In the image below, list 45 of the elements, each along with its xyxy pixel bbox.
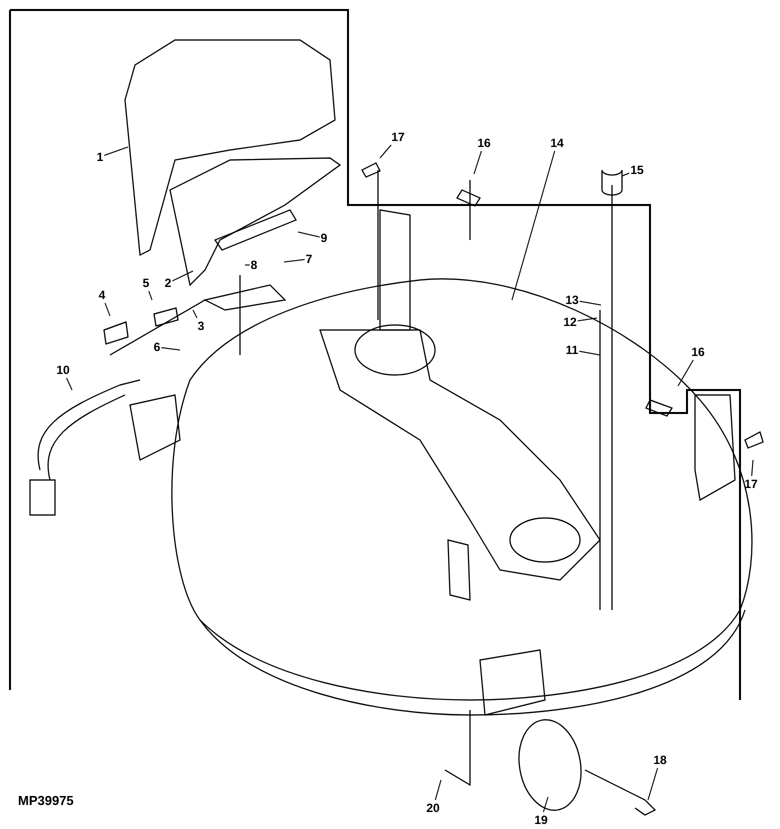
callout-number: 14 — [550, 136, 564, 150]
callout-number: 1 — [96, 150, 104, 164]
callout-number: 7 — [306, 252, 312, 266]
leader-line — [577, 318, 598, 322]
callout-number: 16 — [477, 136, 491, 150]
leader-line — [160, 347, 180, 350]
leader-line — [104, 146, 128, 156]
callout-number: 11 — [566, 343, 578, 357]
leader-line — [578, 350, 600, 356]
leader-line — [542, 796, 548, 812]
leader-line — [512, 150, 556, 300]
leader-line — [244, 264, 250, 266]
figure-number: MP39975 — [18, 793, 74, 808]
callout-number: 13 — [565, 293, 579, 307]
leader-line — [648, 768, 658, 800]
callout-number: 4 — [98, 288, 106, 302]
leader-line — [66, 378, 72, 390]
callout-number: 15 — [630, 163, 644, 177]
callout-number: 19 — [534, 813, 548, 827]
callout-number: 3 — [198, 319, 204, 333]
leader-line — [148, 290, 152, 300]
callout-number: 20 — [426, 801, 440, 815]
callout-number: 17 — [744, 477, 758, 491]
callout-number: 12 — [563, 315, 577, 329]
callout-number: 18 — [653, 753, 667, 767]
leader-line — [678, 360, 694, 386]
leader-line — [751, 460, 754, 476]
callout-number: 2 — [164, 276, 172, 290]
callout-number: 8 — [250, 258, 258, 272]
callout-number: 6 — [154, 340, 160, 354]
callout-number: 10 — [56, 363, 70, 377]
callout-number: 16 — [691, 345, 705, 359]
callout-number: 9 — [320, 231, 328, 245]
callout-number: 5 — [142, 276, 150, 290]
leader-line — [192, 310, 198, 318]
leader-line — [104, 302, 110, 316]
leader-line — [172, 270, 194, 282]
leader-line — [284, 259, 306, 262]
callout-number: 17 — [391, 130, 405, 144]
leader-line — [380, 144, 392, 158]
leader-line — [622, 172, 630, 176]
leader-line — [474, 150, 482, 174]
leader-line — [434, 780, 442, 800]
leader-line — [298, 232, 320, 238]
leader-line — [579, 300, 602, 306]
